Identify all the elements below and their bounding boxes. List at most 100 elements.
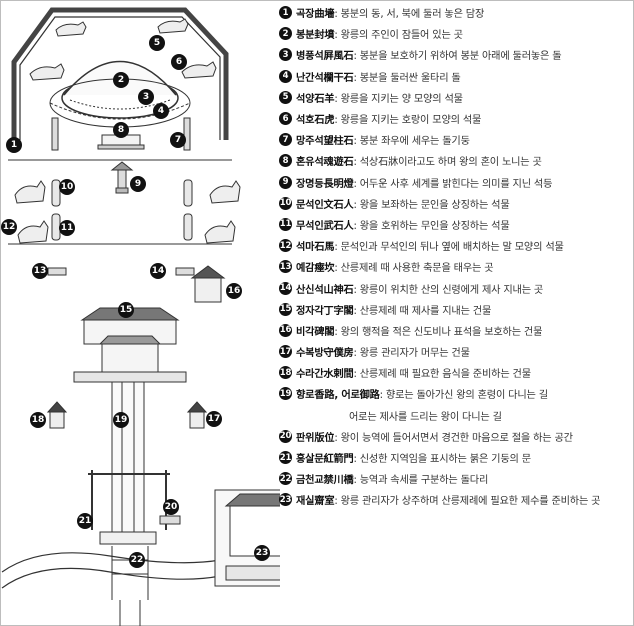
legend-number: 23 [279,493,292,507]
legend-term: 향로香路, 어로御路 [296,390,380,402]
legend-number: 14 [279,281,292,295]
legend-description: 어로는 제사를 드리는 왕이 다니는 길 [349,411,502,423]
legend-number: 9 [279,175,292,189]
legend-description: : 왕이 능역에 들어서면서 경건한 마음으로 절을 하는 공간 [334,432,573,444]
legend-term: 문석인文石人 [296,199,354,211]
marker-21: 21 [77,513,93,529]
legend-term: 망주석望柱石 [296,136,354,148]
legend-number: 18 [279,366,292,380]
legend-number: 15 [279,302,292,316]
legend-term: 곡장曲墻 [296,9,335,21]
legend-description: : 왕릉이 위치한 산의 신령에게 제사 지내는 곳 [353,284,544,296]
marker-17: 17 [206,411,222,427]
legend-description: : 왕릉을 지키는 호랑이 모양의 석물 [334,115,482,127]
legend-term: 석양石羊 [296,93,335,105]
legend-number: 19 [279,387,292,401]
legend-term: 재실齋室 [296,496,335,508]
legend-term: 석호石虎 [296,115,335,127]
legend-item: 15 정자각丁字閣 : 산릉제례 때 제사를 지내는 건물 [279,299,631,320]
legend-term: 금천교禁川橋 [296,475,354,487]
marker-23: 23 [254,545,270,561]
legend-description: : 봉분을 둘러싼 울타리 돌 [353,72,461,84]
legend-item: 3 병풍석屛風石 : 봉분을 보호하기 위하여 봉분 아래에 둘러놓은 돌 [279,44,631,65]
legend-description: : 왕을 보좌하는 문인을 상징하는 석물 [353,199,510,211]
legend-number: 4 [279,69,292,83]
legend-item: 18 수라간水剌間 : 산릉제례 때 필요한 음식을 준비하는 건물 [279,362,631,383]
marker-8: 8 [113,122,129,138]
legend-term: 장명등長明燈 [296,178,354,190]
legend-term: 홍살문紅箭門 [296,454,354,466]
legend-number: 12 [279,239,292,253]
legend-term: 수라간水剌間 [296,369,354,381]
legend-number: 3 [279,48,292,62]
marker-7: 7 [170,132,186,148]
legend-description: : 산릉제례 때 제사를 지내는 건물 [353,305,492,317]
legend-term: 비각碑閣 [296,326,335,338]
legend-description: : 산릉제례 때 필요한 음식을 준비하는 건물 [353,369,531,381]
legend-term: 병풍석屛風石 [296,51,354,63]
legend-item: 1 곡장曲墻 : 봉분의 동, 서, 북에 둘러 놓은 담장 [279,2,631,23]
legend-item: 16 비각碑閣 : 왕의 행적을 적은 신도비나 표석을 보호하는 건물 [279,320,631,341]
legend-number: 5 [279,90,292,104]
legend-number: 20 [279,429,292,443]
legend-list: 1 곡장曲墻 : 봉분의 동, 서, 북에 둘러 놓은 담장 2 봉분封墳 : 왕릉… [279,2,631,511]
legend-number: 6 [279,112,292,126]
marker-2: 2 [113,72,129,88]
legend-item: 10 문석인文石人 : 왕을 보좌하는 문인을 상징하는 석물 [279,193,631,214]
legend-number: 10 [279,196,292,210]
legend-description: : 산릉제례 때 사용한 축문을 태우는 곳 [334,263,494,275]
marker-1: 1 [6,137,22,153]
royal-tomb-layout-diagram [1,7,280,626]
legend-term: 난간석欄干石 [296,72,354,84]
legend-item: 4 난간석欄干石 : 봉분을 둘러싼 울타리 돌 [279,66,631,87]
legend-number: 16 [279,323,292,337]
marker-11: 11 [59,220,75,236]
legend-number: 2 [279,27,292,41]
yegam-drawing [47,267,67,276]
stone-figures-drawing [14,179,241,244]
t-shaped-shrine-drawing [73,307,187,383]
spirit-path-drawing [99,381,157,545]
marker-13: 13 [32,263,48,279]
legend-description: : 문석인과 무석인의 뒤나 옆에 배치하는 말 모양의 석물 [334,242,564,254]
legend-number: 1 [279,6,292,20]
marker-22: 22 [129,552,145,568]
legend-description: : 봉분 좌우에 세우는 돌기둥 [353,136,470,148]
marker-16: 16 [226,283,242,299]
legend-number: 22 [279,472,292,486]
side-buildings-drawing [46,401,208,429]
legend-description: : 왕릉 관리자가 머무는 건물 [353,348,470,360]
sansinseok-drawing [175,267,195,276]
legend-number: 21 [279,451,292,465]
legend-description: : 봉분을 보호하기 위하여 봉분 아래에 둘러놓은 돌 [353,51,562,63]
legend-description: : 왕릉 관리자가 상주하며 산릉제례에 필요한 제수를 준비하는 곳 [334,496,601,508]
marker-5: 5 [149,35,165,51]
legend-item: 13 예감瘞坎 : 산릉제례 때 사용한 축문을 태우는 곳 [279,256,631,277]
legend-description: : 신성한 지역임을 표시하는 붉은 기둥의 문 [353,454,531,466]
marker-15: 15 [118,302,134,318]
legend-number: 11 [279,217,292,231]
ritual-house-drawing [214,489,280,587]
legend-term: 봉분封墳 [296,30,335,42]
stone-animals-drawing [29,18,217,81]
legend-term: 정자각丁字閣 [296,305,354,317]
legend-item-continuation: 어로는 제사를 드리는 왕이 다니는 길 [279,405,631,426]
legend-description: : 봉분의 동, 서, 북에 둘러 놓은 담장 [334,9,485,21]
legend-number: 13 [279,260,292,274]
marker-12: 12 [1,219,17,235]
legend-description: : 왕의 행적을 적은 신도비나 표석을 보호하는 건물 [334,326,543,338]
marker-14: 14 [150,263,166,279]
marker-10: 10 [59,179,75,195]
marker-6: 6 [171,54,187,70]
legend-term: 예감瘞坎 [296,263,335,275]
legend-item: 6 석호石虎 : 왕릉을 지키는 호랑이 모양의 석물 [279,108,631,129]
